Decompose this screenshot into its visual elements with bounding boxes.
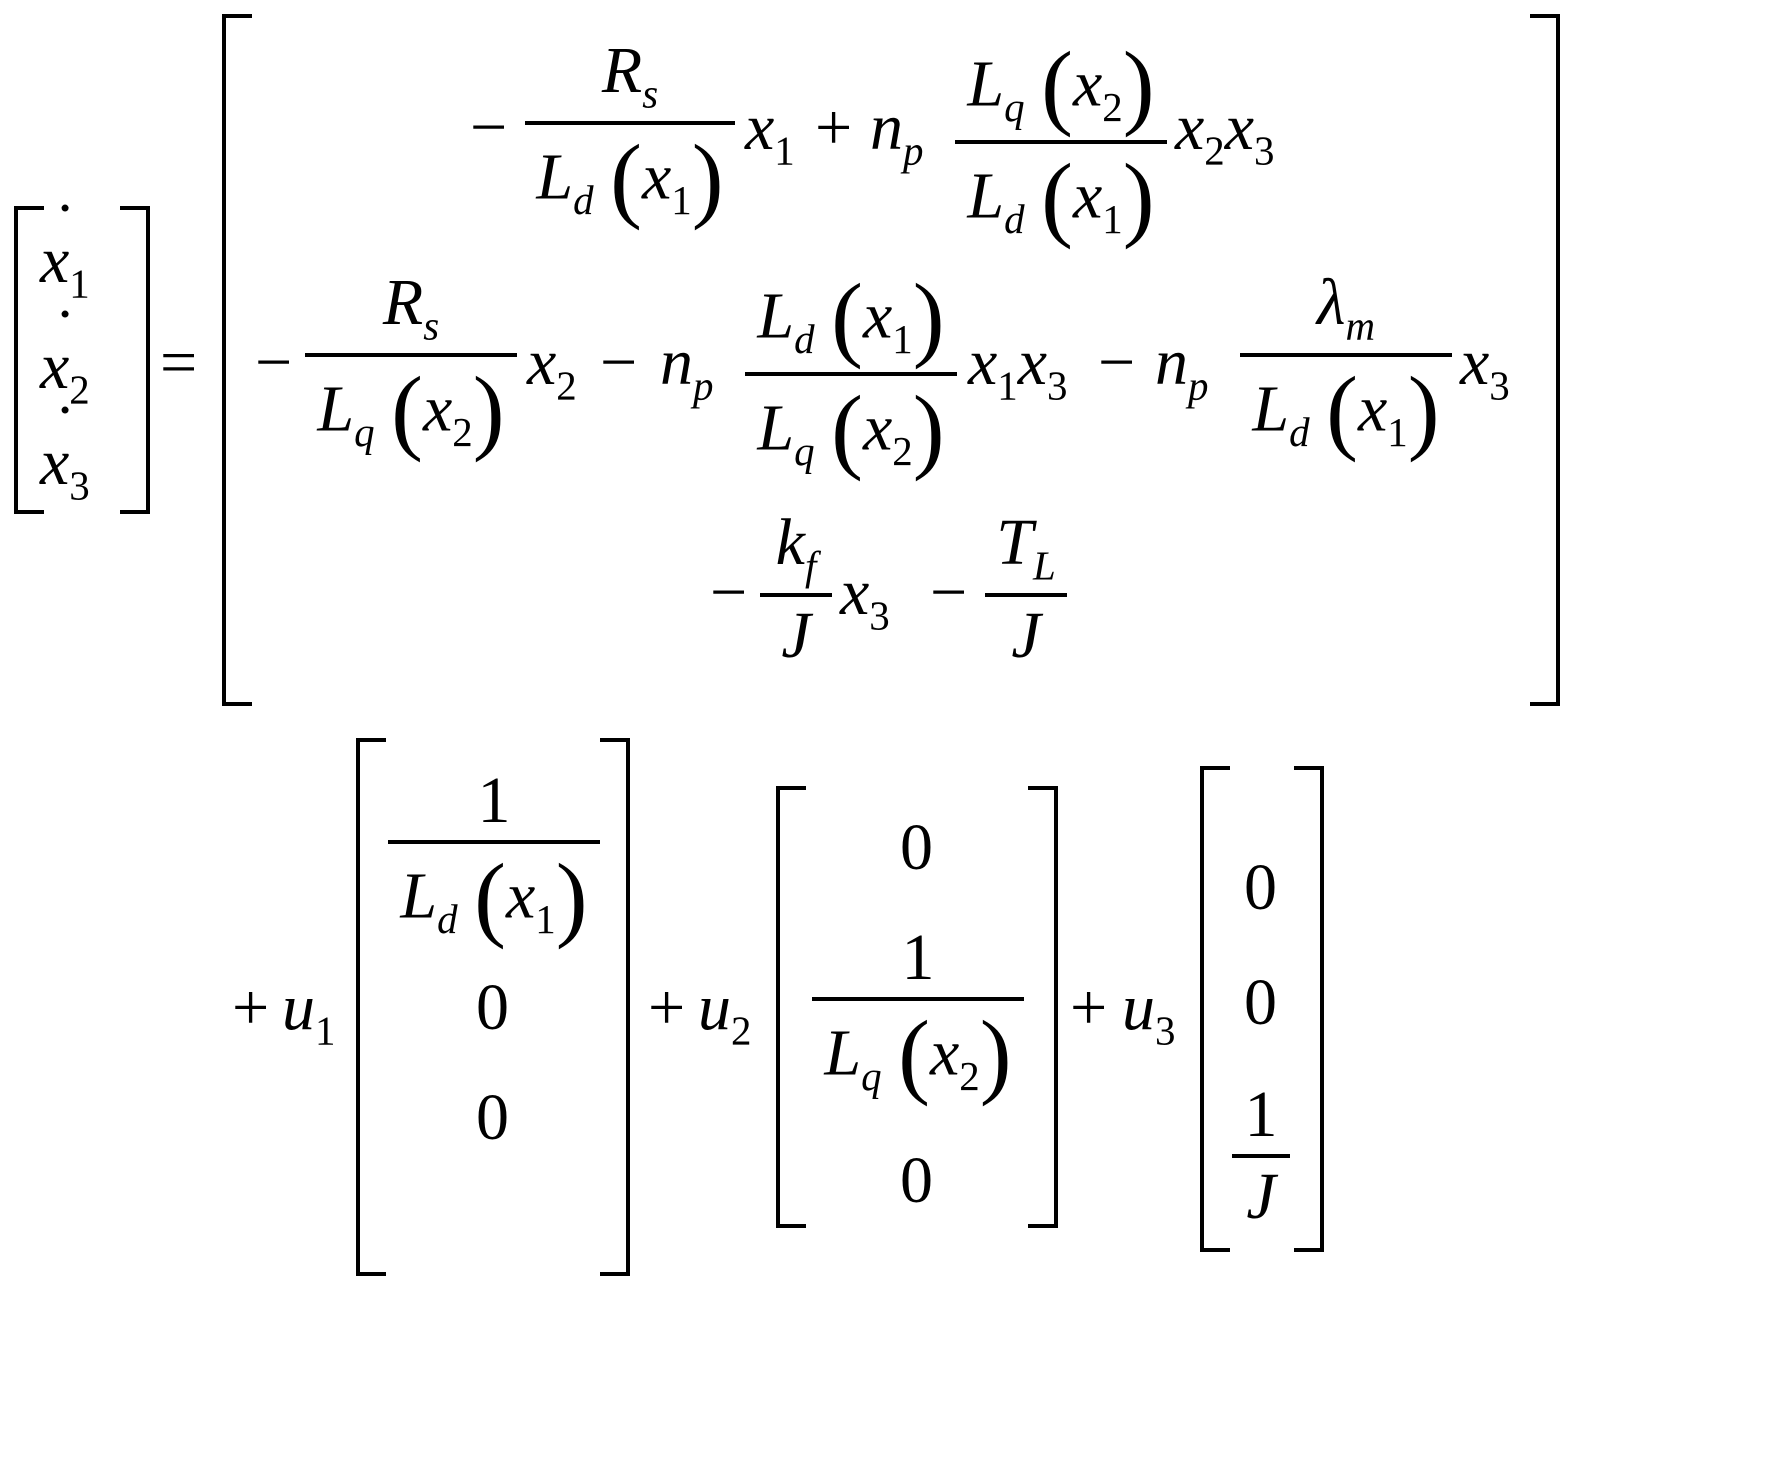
row1-np: np — [870, 91, 924, 174]
input1-plus: + — [232, 971, 270, 1044]
row1-frac-rs-ld: Rs Ld (x1) — [525, 38, 735, 227]
fraction-bar — [1232, 1154, 1290, 1158]
input3-plus: + — [1070, 971, 1108, 1044]
fraction-bar — [760, 593, 832, 598]
u1-entry2: 0 — [476, 971, 509, 1044]
row2-frac-ld-lq: Ld (x1) Lq (x2) — [745, 269, 957, 477]
input-u2: u2 — [698, 971, 752, 1054]
u2-entry1: 0 — [900, 811, 933, 884]
u3-entry1: 0 — [1244, 851, 1277, 924]
fraction-bar — [1240, 353, 1452, 358]
row2-x3: x3 — [1460, 326, 1510, 409]
u1-right-bracket — [600, 738, 630, 1276]
row3-frac-tl-j: TL J — [985, 510, 1067, 669]
u1-entry3: 0 — [476, 1081, 509, 1154]
dot-accent: ˙ — [54, 392, 76, 465]
drift-left-bracket — [222, 14, 252, 706]
row2-frac-lambda-ld: λm Ld (x1) — [1240, 270, 1452, 459]
drift-right-bracket — [1530, 14, 1560, 706]
row1-x2x3: x2x3 — [1175, 91, 1275, 174]
row1-x1: x1 — [745, 91, 795, 174]
row1-minus: − — [470, 91, 508, 164]
u2-entry2-frac: 1 Lq (x2) — [812, 925, 1024, 1103]
fraction-bar — [388, 840, 600, 844]
row2-frac-rs-lq: Rs Lq (x2) — [305, 270, 517, 459]
row2-minus-2: − — [600, 326, 638, 399]
input-u1: u1 — [282, 971, 336, 1054]
u3-entry3-frac: 1 J — [1232, 1082, 1290, 1230]
dot-accent: ˙ — [54, 190, 76, 263]
lhs-right-bracket — [120, 206, 150, 514]
row2-minus: − — [255, 326, 293, 399]
row3-minus-2: − — [930, 556, 968, 629]
row1-frac-lq-ld: Lq (x2) Ld (x1) — [955, 37, 1167, 245]
u3-left-bracket — [1200, 766, 1230, 1252]
lhs-x3-dot: ˙x3 — [40, 392, 90, 509]
row2-x1x3: x1x3 — [968, 326, 1068, 409]
row2-x2: x2 — [527, 326, 577, 409]
fraction-bar — [955, 139, 1167, 144]
u2-entry3: 0 — [900, 1144, 933, 1217]
dot-accent: ˙ — [54, 296, 76, 369]
u3-entry2: 0 — [1244, 966, 1277, 1039]
equals-sign: = — [160, 326, 198, 399]
lhs-x2-dot: ˙x2 — [40, 296, 90, 413]
row1-plus: + — [815, 91, 853, 164]
fraction-bar — [525, 121, 735, 126]
row3-minus: − — [710, 556, 748, 629]
lhs-x1-dot: ˙x1 — [40, 190, 90, 307]
row2-np-2: np — [1155, 326, 1209, 409]
fraction-bar — [305, 353, 517, 358]
row3-frac-kf-j: kf J — [760, 510, 832, 669]
u3-right-bracket — [1294, 766, 1324, 1252]
u2-right-bracket — [1028, 786, 1058, 1228]
fraction-bar — [745, 371, 957, 376]
u1-left-bracket — [356, 738, 386, 1276]
row2-minus-3: − — [1098, 326, 1136, 399]
u2-left-bracket — [776, 786, 806, 1228]
fraction-bar — [985, 593, 1067, 598]
row3-x3: x3 — [840, 556, 890, 639]
row2-np: np — [660, 326, 714, 409]
fraction-bar — [812, 997, 1024, 1001]
lhs-left-bracket — [14, 206, 44, 514]
input-u3: u3 — [1122, 971, 1176, 1054]
input2-plus: + — [648, 971, 686, 1044]
u1-entry1-frac: 1 Ld (x1) — [388, 768, 600, 946]
